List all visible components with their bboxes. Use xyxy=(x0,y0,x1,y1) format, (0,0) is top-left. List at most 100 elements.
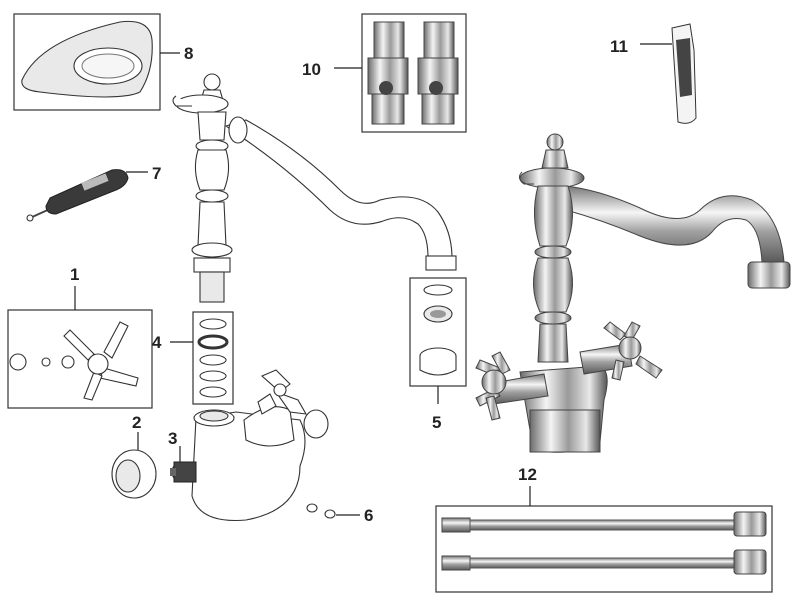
callout-4: 4 xyxy=(152,333,162,352)
valve-2-port xyxy=(429,81,443,95)
plate-hole-inner xyxy=(81,53,135,79)
column-bulb xyxy=(194,149,230,191)
hose-2-fitting xyxy=(441,555,471,571)
column-ring-2 xyxy=(195,189,229,203)
chrome-right-lever-3 xyxy=(635,355,663,379)
callout-12: 12 xyxy=(518,465,537,484)
spout-joint xyxy=(228,116,248,144)
chrome-column-upper xyxy=(534,185,573,247)
base-right-handle-boss xyxy=(303,409,329,439)
part-12-frame xyxy=(435,505,773,593)
base-right-cartridge xyxy=(243,406,295,447)
chrome-spout xyxy=(565,185,785,263)
finial-ball xyxy=(203,73,221,91)
part-7-key-tool xyxy=(26,169,129,222)
o-ring-3 xyxy=(199,354,227,366)
callout-2: 2 xyxy=(132,413,141,432)
part-4-o-rings xyxy=(192,311,234,405)
part-3-cartridge xyxy=(170,461,197,483)
lever-upper-2 xyxy=(274,390,308,415)
o-ring-4 xyxy=(199,370,227,382)
screw-2 xyxy=(324,509,336,519)
chrome-collar xyxy=(519,167,585,189)
chrome-ring-2 xyxy=(534,311,572,325)
o-ring-5 xyxy=(199,386,227,398)
spout-outlet xyxy=(425,255,457,271)
column-upper xyxy=(197,111,227,141)
o-ring-2 xyxy=(197,334,229,350)
handle-arm-sw xyxy=(83,371,103,401)
aerator-housing-side xyxy=(419,356,457,376)
hose-2-nut xyxy=(733,549,767,575)
cartridge-body xyxy=(173,461,197,483)
chrome-base xyxy=(529,409,601,453)
o-ring-1 xyxy=(199,318,227,330)
chrome-right-lever-4 xyxy=(611,359,625,381)
part-2-shroud xyxy=(111,449,157,499)
column-coupling xyxy=(193,257,231,273)
hose-2-braid xyxy=(469,557,735,569)
chrome-ring-1 xyxy=(534,245,572,259)
part-10-isolating-valves xyxy=(361,13,467,133)
aerator-washer xyxy=(423,284,453,296)
handle-adapter xyxy=(61,355,75,369)
callout-10: 10 xyxy=(302,60,321,79)
chrome-column-bulb xyxy=(533,257,573,313)
hose-1-fitting xyxy=(441,517,471,533)
handle-hub xyxy=(87,353,109,375)
base-top-opening xyxy=(199,410,229,422)
part-6-screws xyxy=(306,503,336,519)
callout-1: 1 xyxy=(70,265,79,284)
aerator-mesh xyxy=(430,310,446,318)
valve-1-port xyxy=(379,81,393,95)
shroud-inner xyxy=(115,459,141,493)
column-ring-3 xyxy=(191,242,233,258)
valve-1-nut xyxy=(371,93,405,125)
part-5-aerator xyxy=(409,277,467,387)
handle-screw xyxy=(41,357,51,367)
chrome-right-lever-1 xyxy=(603,321,627,341)
part-12-flexible-hoses xyxy=(435,505,773,593)
chrome-left-lever-4 xyxy=(485,395,501,421)
tool-handle xyxy=(45,169,129,215)
lever-upper-3 xyxy=(257,393,277,415)
chrome-finial-neck xyxy=(541,149,569,169)
handle-cap xyxy=(9,353,27,371)
assembled-tap xyxy=(475,133,791,453)
handle-arm-se xyxy=(99,367,139,387)
lever-upper-hub xyxy=(273,383,287,397)
tool-tip xyxy=(26,214,34,222)
callout-3: 3 xyxy=(168,429,177,448)
callout-5: 5 xyxy=(432,413,441,432)
chrome-column-lower xyxy=(537,323,569,363)
part-1-handle-kit xyxy=(7,309,153,409)
handle-arm-ne xyxy=(103,321,129,359)
chrome-right-lever-2 xyxy=(623,321,641,341)
part-8-mounting-plate xyxy=(13,13,161,111)
chrome-finial xyxy=(546,133,564,151)
callout-7: 7 xyxy=(152,164,161,183)
top-flange xyxy=(172,95,192,107)
cartridge-spindle xyxy=(170,468,176,476)
valve-2-nut xyxy=(421,93,455,125)
column-thread xyxy=(199,271,225,303)
chrome-flange xyxy=(518,171,534,185)
callout-8: 8 xyxy=(184,44,193,63)
exploded-tap xyxy=(171,73,457,522)
hose-1-braid xyxy=(469,519,735,531)
callout-11: 11 xyxy=(610,37,628,56)
tool-label xyxy=(81,173,109,191)
valve-2-thread xyxy=(423,21,455,59)
chrome-right-hub xyxy=(618,336,642,360)
chrome-left-hub xyxy=(481,369,507,395)
valve-1-thread xyxy=(373,21,405,59)
part-1-frame xyxy=(7,309,153,409)
callout-6: 6 xyxy=(364,506,373,525)
tube-label xyxy=(676,38,692,97)
spout-arm xyxy=(224,119,453,259)
hose-1-nut xyxy=(733,511,767,537)
part-11-tube xyxy=(671,23,697,124)
screw-1 xyxy=(306,503,318,513)
